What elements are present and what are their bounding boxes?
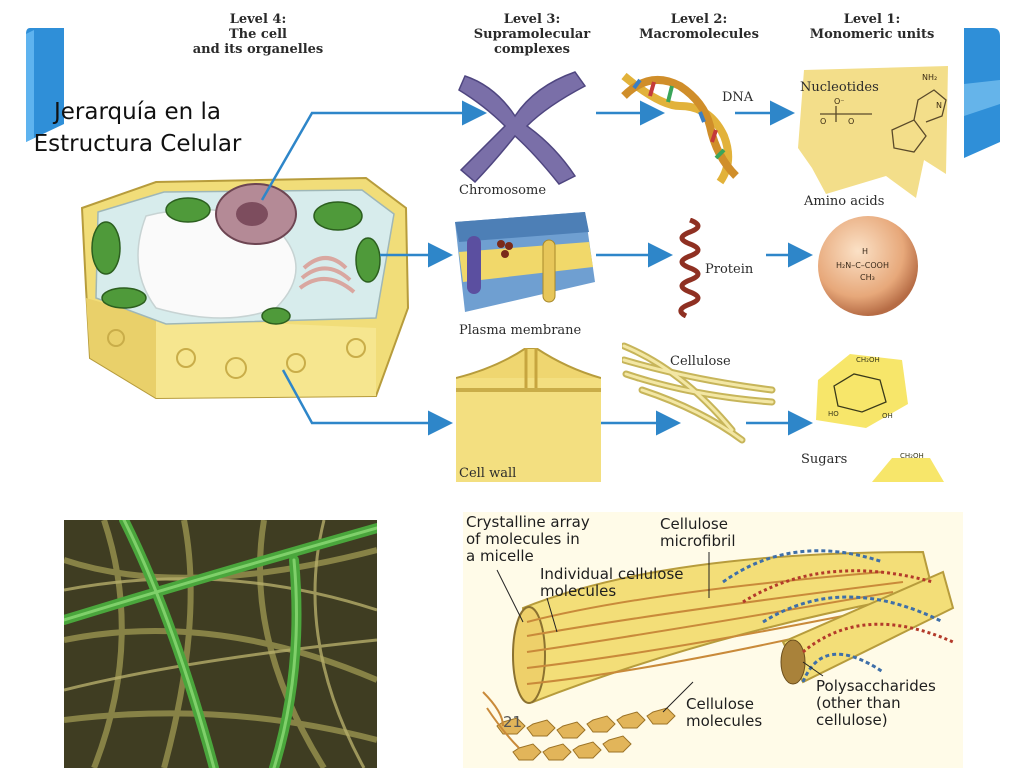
dna-illustration: [621, 72, 739, 185]
svg-text:N: N: [936, 101, 942, 110]
cellulose-label: Cellulose: [670, 354, 731, 369]
svg-text:NH₂: NH₂: [922, 73, 937, 82]
svg-text:H: H: [862, 247, 868, 256]
microfibril-diagram: [463, 512, 963, 768]
left-tab-decoration: [26, 28, 64, 142]
individual-molecules-label: Individual cellulose molecules: [540, 565, 684, 600]
svg-text:O⁻: O⁻: [834, 97, 845, 106]
cellulose-fibers-micrograph: [64, 520, 377, 768]
level3-header: Level 3: Supramolecular complexes: [473, 12, 591, 57]
level4-header: Level 4: The cell and its organelles: [192, 12, 324, 57]
cellulose-illustration: [622, 342, 776, 444]
dna-label: DNA: [722, 90, 754, 105]
plasma-membrane-illustration: [455, 212, 595, 312]
svg-text:H₂N–C–COOH: H₂N–C–COOH: [836, 261, 889, 270]
protein-label: Protein: [705, 262, 754, 277]
cellulose-molecules-label: Cellulose molecules: [686, 695, 763, 730]
slide-title: Jerarquía en la Estructura Celular: [33, 99, 242, 157]
microfibril-label: Cellulose microfibril: [660, 515, 736, 550]
svg-text:OH: OH: [882, 412, 893, 420]
sugars-label: Sugars: [801, 452, 848, 467]
amino-acid-sphere: H₂N–C–COOH H CH₃: [818, 216, 918, 316]
svg-text:HO: HO: [828, 410, 839, 418]
sugar-ring-illustration: CH₂OH HO OH: [816, 354, 908, 428]
polysaccharides-label: Polysaccharides (other than cellulose): [816, 677, 936, 729]
plasma-membrane-label: Plasma membrane: [459, 323, 582, 338]
chromosome-illustration: [458, 71, 587, 185]
amino-acids-label: Amino acids: [804, 194, 885, 209]
svg-text:O: O: [848, 117, 854, 126]
svg-text:CH₂OH: CH₂OH: [856, 356, 880, 364]
level1-header: Level 1: Monomeric units: [809, 12, 935, 42]
right-tab-decoration: [964, 28, 1000, 158]
chromosome-label: Chromosome: [459, 183, 547, 198]
crystalline-array-label: Crystalline array of molecules in a mice…: [466, 513, 590, 565]
level2-header: Level 2: Macromolecules: [639, 12, 759, 42]
cell-wall-label: Cell wall: [459, 466, 517, 481]
hierarchy-arrows: [260, 100, 813, 436]
sugar-ring-partial: CH₂OH: [872, 452, 944, 482]
protein-illustration: [678, 218, 701, 318]
cell-wall-illustration: [456, 348, 601, 482]
plant-cell-illustration: [80, 176, 410, 400]
svg-text:CH₃: CH₃: [860, 273, 875, 282]
svg-text:CH₂OH: CH₂OH: [900, 452, 924, 460]
page-number: 21: [503, 713, 523, 731]
nucleotides-label: Nucleotides: [800, 80, 879, 95]
nucleotides-illustration: O O⁻ O NH₂ N: [798, 66, 948, 198]
svg-text:O: O: [820, 117, 826, 126]
